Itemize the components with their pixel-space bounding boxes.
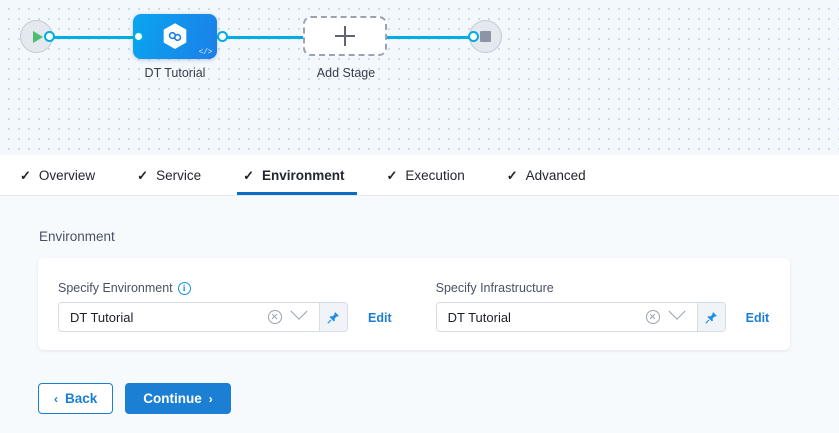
tab-execution-label: Execution bbox=[405, 167, 465, 183]
wizard-footer: ‹ Back Continue › bbox=[38, 383, 231, 414]
stage-node-label: DT Tutorial bbox=[144, 66, 206, 80]
environment-select-box[interactable]: DT Tutorial bbox=[59, 303, 319, 331]
check-icon: ✓ bbox=[506, 167, 518, 183]
stop-icon bbox=[480, 31, 491, 42]
add-stage-label: Add Stage bbox=[316, 66, 376, 80]
specify-infrastructure-field: Specify Infrastructure DT Tutorial bbox=[435, 281, 726, 332]
pipeline-canvas[interactable]: </> DT Tutorial Add Stage bbox=[0, 0, 839, 155]
back-button-label: Back bbox=[65, 391, 98, 406]
plus-icon bbox=[335, 26, 355, 46]
check-icon: ✓ bbox=[386, 167, 398, 183]
pin-icon bbox=[705, 311, 717, 323]
chevron-down-icon[interactable] bbox=[290, 303, 311, 323]
continue-button[interactable]: Continue › bbox=[125, 383, 231, 414]
harness-hexagon-icon bbox=[163, 23, 187, 50]
environment-edit-link[interactable]: Edit bbox=[368, 311, 392, 325]
specify-infrastructure-group: Specify Infrastructure DT Tutorial bbox=[435, 281, 770, 332]
pipeline-edge-stage-to-add bbox=[216, 36, 306, 39]
code-badge-icon: </> bbox=[198, 48, 213, 57]
environment-form-card: Specify Environment i DT Tutorial bbox=[38, 258, 790, 350]
tab-environment-label: Environment bbox=[262, 167, 345, 183]
tab-service[interactable]: ✓ Service bbox=[117, 155, 223, 195]
pin-icon bbox=[327, 311, 339, 323]
clear-circle-icon[interactable] bbox=[268, 310, 282, 324]
infrastructure-pin-button[interactable] bbox=[696, 303, 725, 331]
clear-circle-icon[interactable] bbox=[645, 310, 660, 324]
section-title: Environment bbox=[39, 229, 115, 244]
port-stage-in[interactable] bbox=[133, 31, 144, 42]
tab-service-label: Service bbox=[156, 167, 202, 183]
play-icon bbox=[33, 30, 43, 43]
infrastructure-select-value: DT Tutorial bbox=[447, 309, 511, 325]
check-icon: ✓ bbox=[137, 167, 149, 183]
infrastructure-select-box[interactable]: DT Tutorial bbox=[436, 303, 697, 331]
specify-environment-group: Specify Environment i DT Tutorial bbox=[58, 281, 392, 332]
environment-select[interactable]: DT Tutorial bbox=[58, 302, 348, 332]
specify-infrastructure-label-row: Specify Infrastructure bbox=[436, 281, 726, 295]
port-start-out[interactable] bbox=[44, 31, 55, 42]
environment-pin-button[interactable] bbox=[319, 303, 347, 331]
tab-overview-label: Overview bbox=[38, 167, 96, 183]
chevron-down-icon[interactable] bbox=[668, 303, 689, 323]
tab-overview[interactable]: ✓ Overview bbox=[0, 155, 117, 195]
back-button[interactable]: ‹ Back bbox=[38, 383, 114, 414]
tab-execution[interactable]: ✓ Execution bbox=[367, 155, 487, 195]
specify-infrastructure-label: Specify Infrastructure bbox=[435, 281, 554, 295]
stage-config-tabs: ✓ Overview ✓ Service ✓ Environment ✓ Exe… bbox=[0, 155, 839, 196]
info-icon[interactable]: i bbox=[177, 281, 191, 295]
check-icon: ✓ bbox=[243, 167, 254, 183]
specify-environment-label: Specify Environment bbox=[58, 281, 173, 295]
infrastructure-select[interactable]: DT Tutorial bbox=[435, 302, 726, 332]
environment-select-value: DT Tutorial bbox=[70, 309, 134, 325]
add-stage-node[interactable] bbox=[303, 16, 387, 56]
continue-button-label: Continue bbox=[143, 391, 202, 406]
pipeline-edge-start-to-stage bbox=[45, 36, 140, 39]
check-icon: ✓ bbox=[20, 167, 31, 183]
tab-environment[interactable]: ✓ Environment bbox=[223, 155, 366, 195]
port-stage-out[interactable] bbox=[217, 31, 228, 42]
tab-advanced[interactable]: ✓ Advanced bbox=[487, 155, 608, 195]
pipeline-edge-add-to-stop bbox=[387, 36, 477, 39]
infrastructure-edit-link[interactable]: Edit bbox=[745, 311, 770, 325]
port-stop-in[interactable] bbox=[468, 31, 479, 42]
tab-advanced-label: Advanced bbox=[525, 167, 586, 183]
specify-environment-label-row: Specify Environment i bbox=[58, 281, 348, 295]
chevron-left-icon: ‹ bbox=[54, 391, 58, 406]
chevron-right-icon: › bbox=[208, 391, 213, 406]
stage-node-dt-tutorial[interactable]: </> bbox=[133, 14, 217, 59]
specify-environment-field: Specify Environment i DT Tutorial bbox=[58, 281, 348, 332]
